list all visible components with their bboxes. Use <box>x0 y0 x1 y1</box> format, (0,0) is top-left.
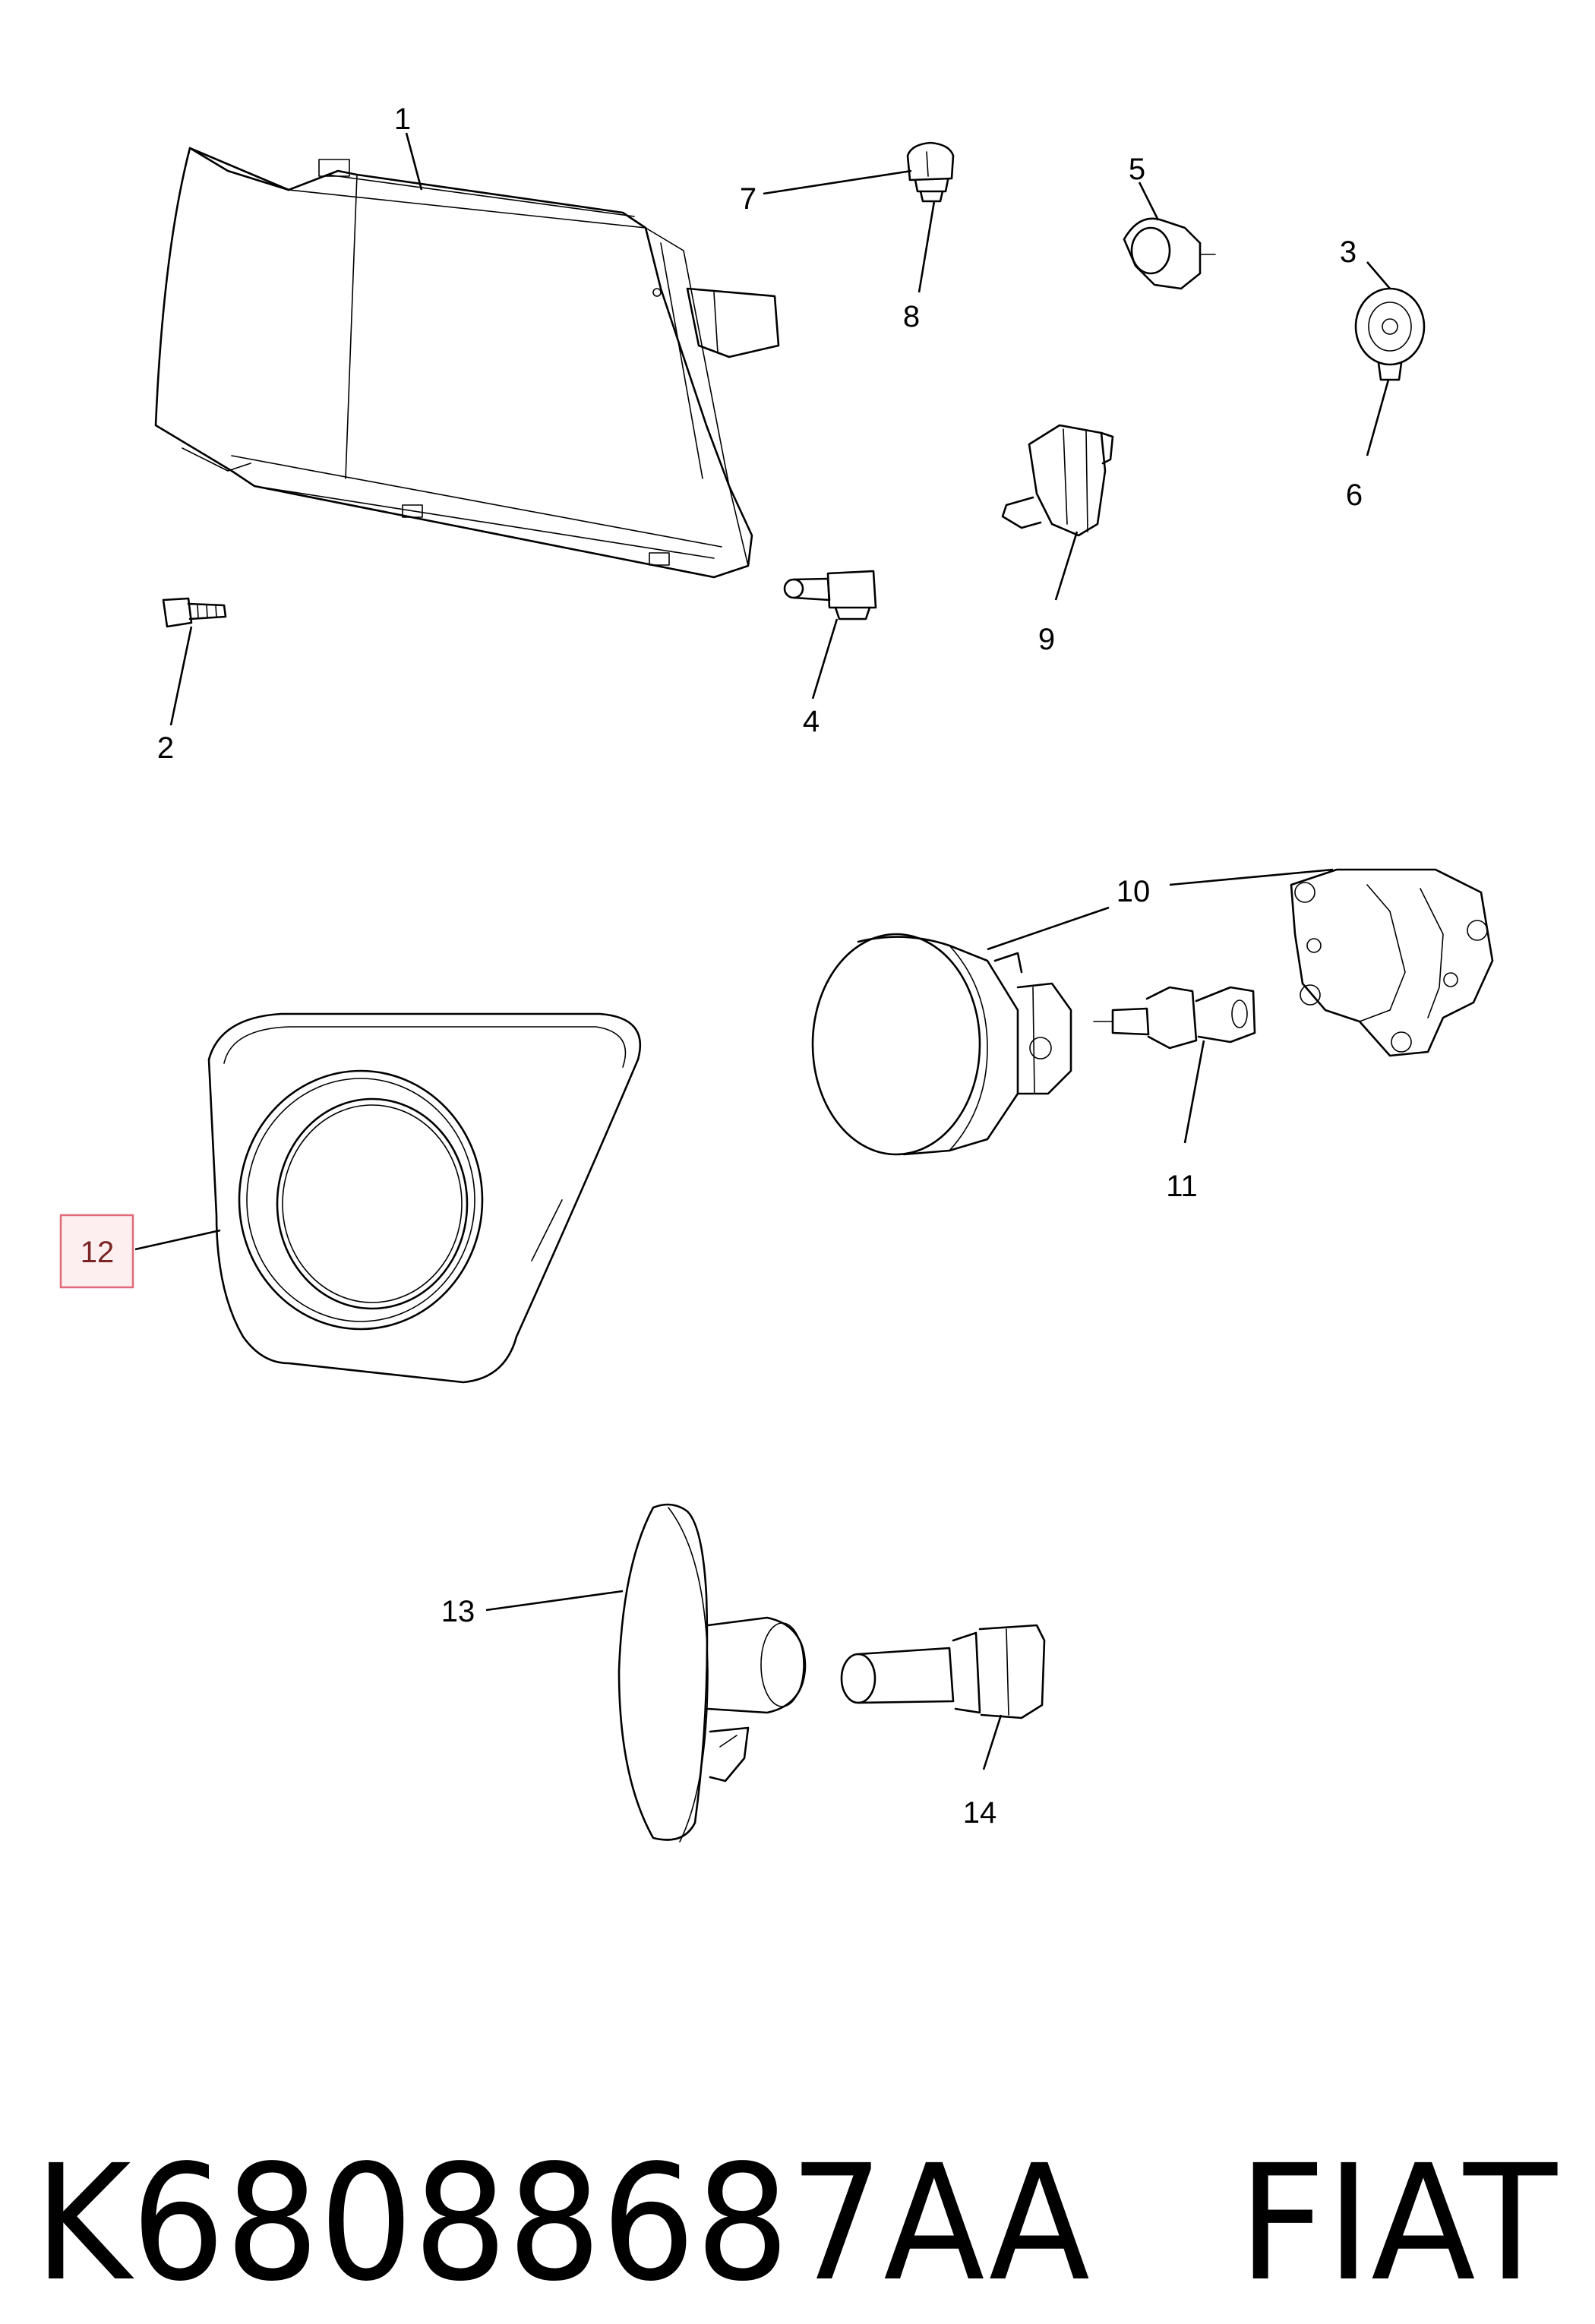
h-bulb <box>1093 986 1256 1050</box>
bulb-socket-top <box>906 141 955 203</box>
part-number: K68088687AA <box>34 2130 1090 2316</box>
wedge-bulb-socket <box>783 570 877 620</box>
callout-3[interactable]: 3 <box>1340 235 1357 269</box>
callout-12[interactable]: 12 <box>81 1236 115 1269</box>
callout-4[interactable]: 4 <box>803 705 820 738</box>
brand-name: FIAT <box>1238 2130 1558 2316</box>
screw <box>162 597 227 628</box>
fog-lamp <box>811 933 1072 1156</box>
highlighted-callout[interactable]: 12 <box>59 1214 134 1289</box>
round-bulb <box>1123 217 1216 290</box>
callout-14[interactable]: 14 <box>963 1796 997 1830</box>
flange-bulb-socket <box>1354 287 1426 381</box>
fog-lamp-bezel <box>207 1012 642 1384</box>
highlight-box <box>59 1214 134 1289</box>
callout-9[interactable]: 9 <box>1038 623 1055 656</box>
callout-13[interactable]: 13 <box>441 1595 475 1628</box>
callout-11[interactable]: 11 <box>1166 1170 1198 1203</box>
leader-lines <box>134 132 1391 1770</box>
callout-5[interactable]: 5 <box>1129 153 1145 186</box>
fog-lamp-bracket <box>1290 868 1494 1057</box>
callout-1[interactable]: 1 <box>394 103 411 136</box>
callout-labels: 1 2 3 4 5 6 7 8 9 10 11 13 14 <box>157 103 1363 1830</box>
headlamp-assembly <box>154 147 780 579</box>
side-marker-lamp <box>617 1503 807 1842</box>
connector-socket <box>1001 424 1114 537</box>
footer: K68088687AA FIAT <box>34 2130 1558 2316</box>
wedge-bulb-large <box>840 1624 1046 1719</box>
callout-10[interactable]: 10 <box>1116 875 1151 908</box>
callout-2[interactable]: 2 <box>157 731 174 765</box>
callout-8[interactable]: 8 <box>903 300 920 333</box>
callout-6[interactable]: 6 <box>1346 478 1363 512</box>
callout-7[interactable]: 7 <box>740 182 756 216</box>
